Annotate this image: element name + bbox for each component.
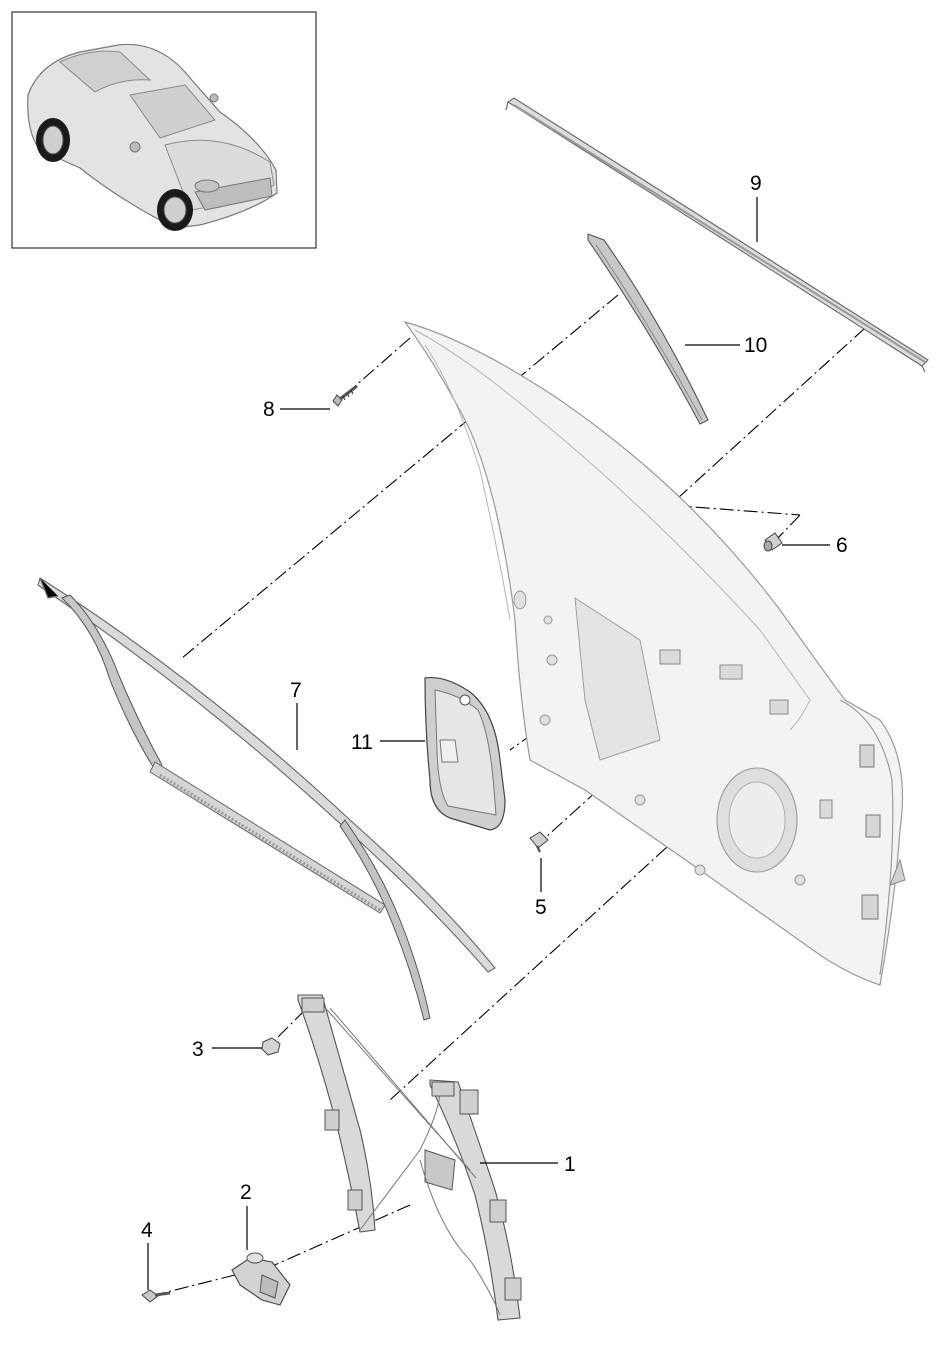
- car-illustration: [27, 43, 278, 231]
- callout-9: 9: [750, 172, 762, 195]
- callout-1: 1: [564, 1153, 576, 1176]
- callout-4: 4: [141, 1219, 153, 1242]
- leader-lines: [147, 197, 830, 1290]
- part-2-motor: [231, 1252, 291, 1306]
- part-10-inner-seal: [587, 233, 709, 425]
- rear-wheel: [36, 118, 70, 162]
- part-5-clip: [529, 831, 549, 853]
- callout-3: 3: [192, 1038, 204, 1061]
- part-8-screw: [332, 384, 358, 407]
- part-4-bolt: [141, 1289, 171, 1303]
- callout-5: 5: [535, 896, 547, 919]
- part-7-window-frame: [37, 577, 496, 1021]
- part-9-sill-seal: [505, 97, 929, 373]
- callout-labels: 9 10 8 6 7 11 5 3 1 2 4: [141, 172, 848, 1242]
- door-shell: [403, 320, 906, 986]
- part-6-plug: [763, 532, 783, 552]
- callout-8: 8: [263, 398, 275, 421]
- vehicle-thumbnail: [11, 11, 317, 249]
- part-1-window-regulator: [297, 994, 522, 1321]
- callout-6: 6: [836, 534, 848, 557]
- callout-7: 7: [290, 679, 302, 702]
- callout-11: 11: [351, 731, 373, 754]
- part-3-nut: [261, 1037, 281, 1056]
- front-wheel: [157, 189, 193, 231]
- callout-10: 10: [744, 334, 767, 357]
- callout-2: 2: [240, 1181, 252, 1204]
- part-11-cover-panel: [424, 676, 506, 831]
